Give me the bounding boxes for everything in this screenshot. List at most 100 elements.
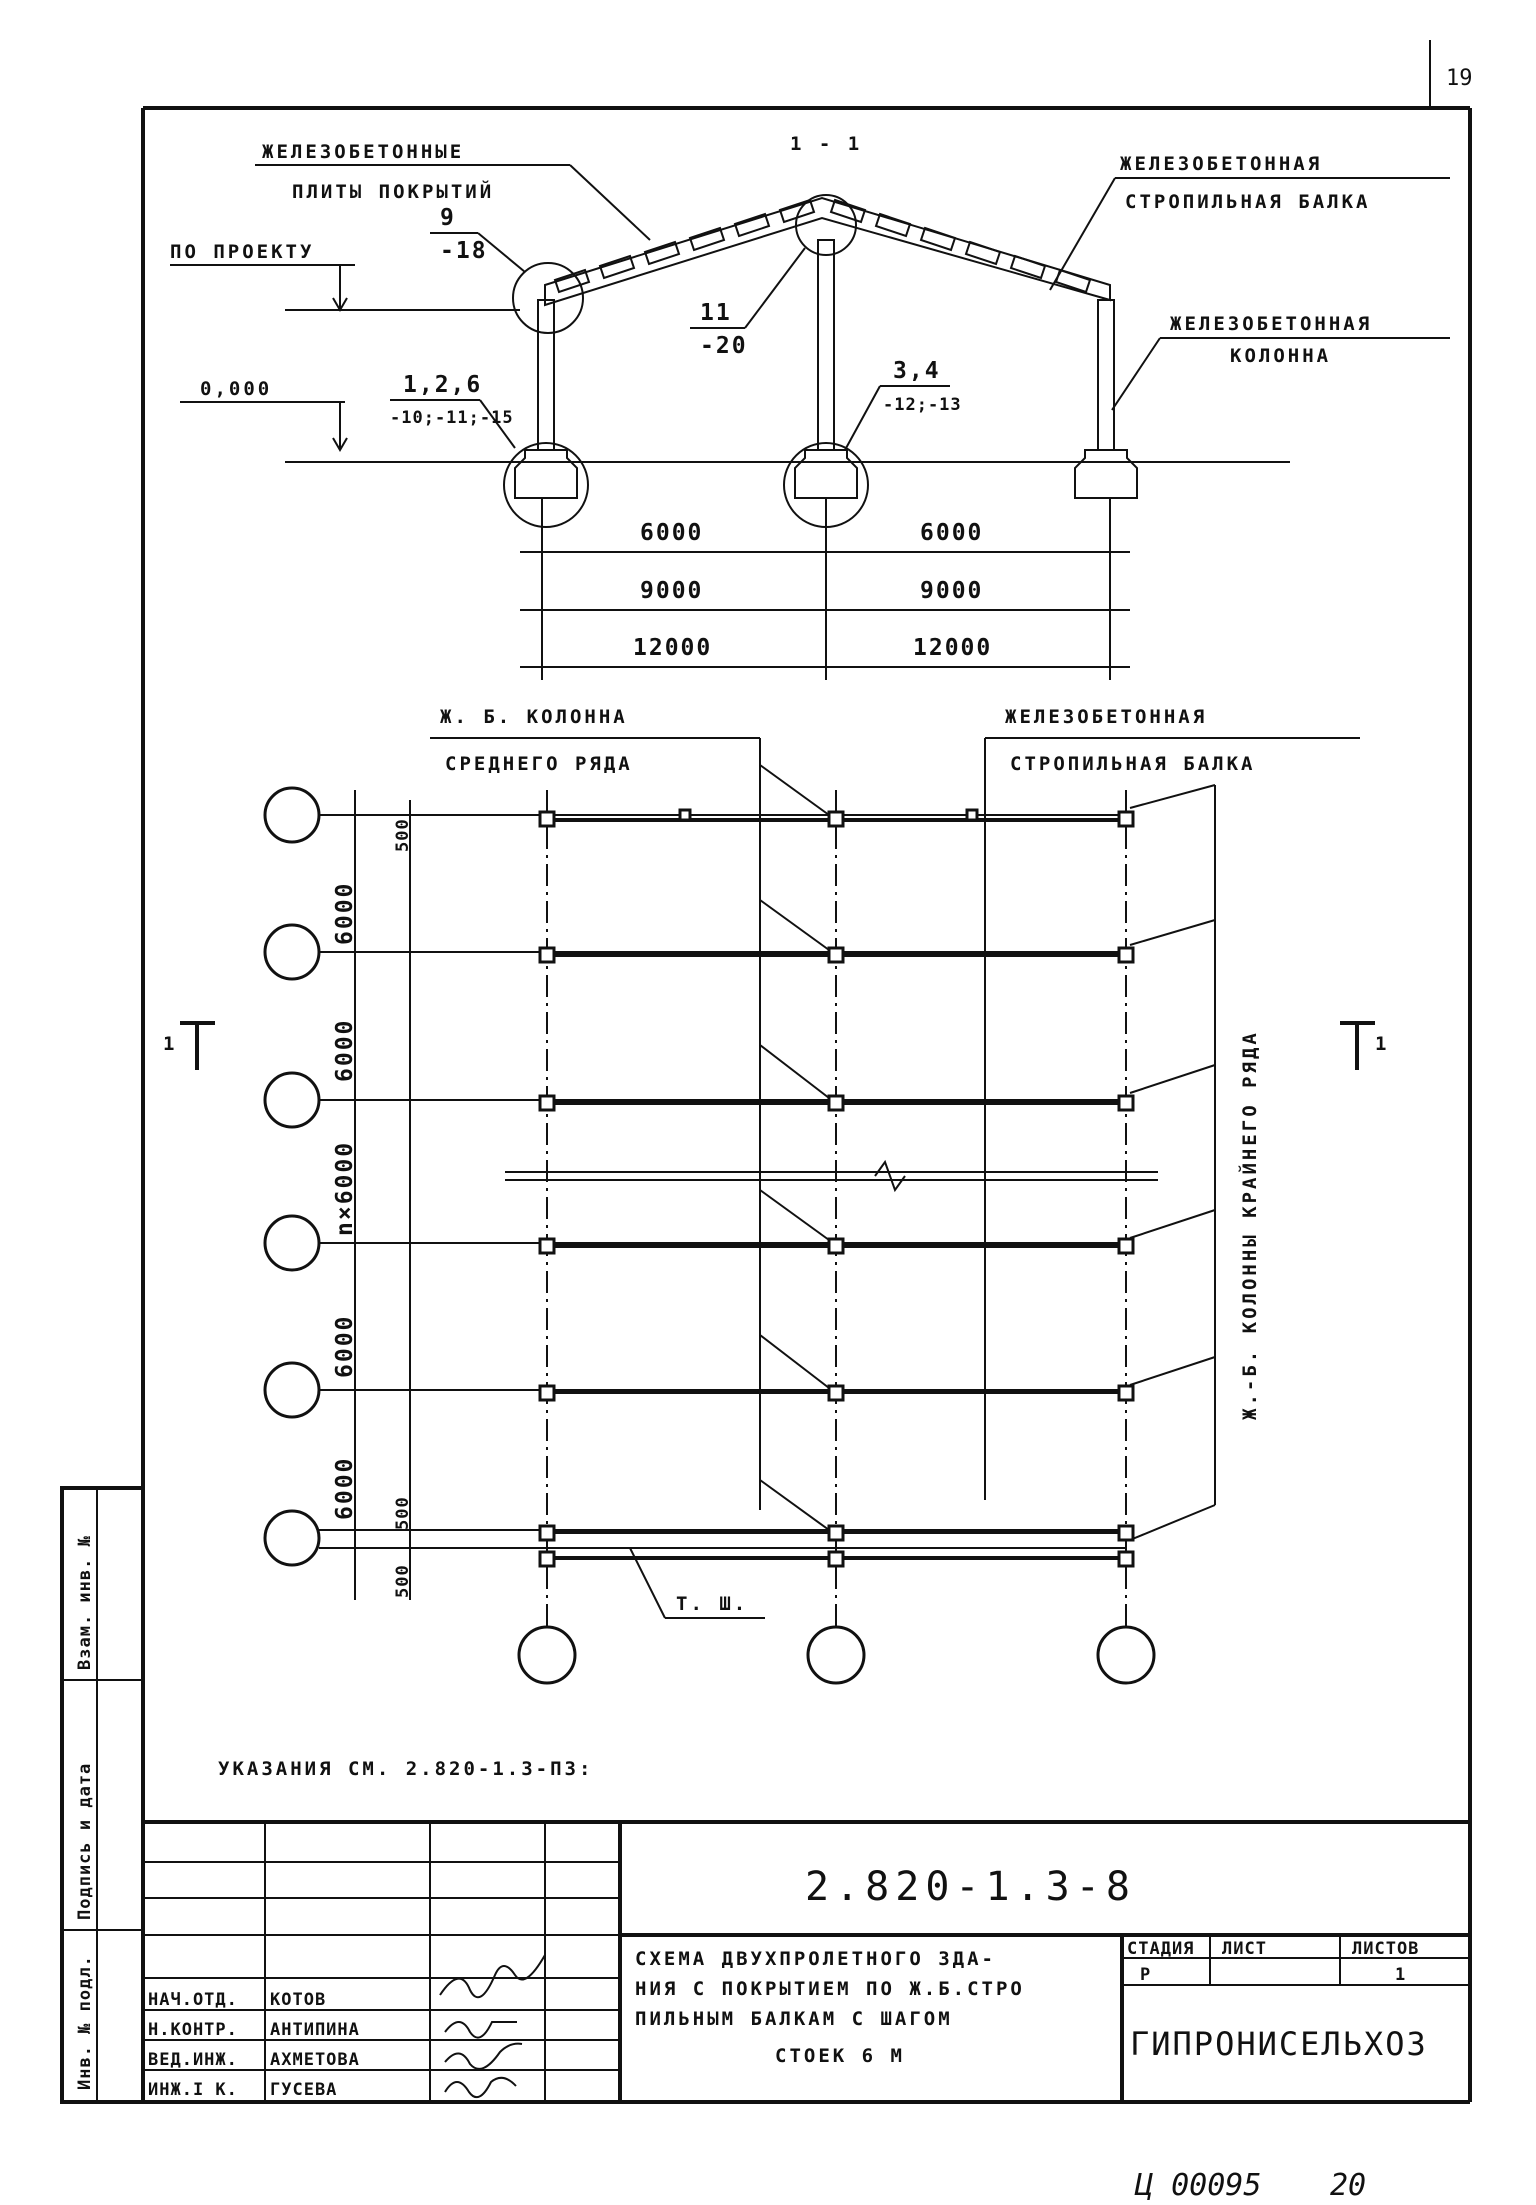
axis-marker-left — [263, 1214, 321, 1272]
section-column-right — [1097, 299, 1115, 451]
axis-marker-bottom — [1096, 1625, 1156, 1685]
signature-2 — [444, 2021, 517, 2039]
signature-1 — [439, 1954, 546, 1999]
beam-rows — [319, 814, 1125, 1560]
pitch-6000-3: 6000 — [332, 1315, 358, 1378]
axis-marker-left — [263, 1071, 321, 1129]
pitch-500-bottom: 500 — [393, 1564, 413, 1598]
pitch-dimensions: 500 6000 6000 n×6000 6000 6000 500 500 — [332, 818, 413, 1598]
stage-value: Р — [1140, 1965, 1151, 1985]
callout-11-bottom: -20 — [700, 333, 748, 359]
side-stamp: Инв. № подл. Подпись и дата Взам. инв. № — [60, 1486, 145, 2104]
rafter-diagonals — [759, 764, 1216, 1541]
callout-1-bottom: -10;-11;-15 — [390, 408, 514, 428]
callout-3-top: 3,4 — [893, 358, 941, 384]
callout-1-top: 1,2,6 — [403, 372, 482, 398]
callout-9-bottom: -18 — [440, 238, 488, 264]
axis-marker-left — [263, 786, 321, 844]
pitch-6000-2: 6000 — [332, 1019, 358, 1082]
label-joint: Т. Ш. — [676, 1593, 748, 1615]
label-column-1: ЖЕЛЕЗОБЕТОННАЯ — [1170, 313, 1372, 335]
notes-reference: УКАЗАНИЯ СМ. 2.820-1.3-ПЗ: — [218, 1758, 593, 1780]
role-3: ВЕД.ИНЖ. — [148, 2050, 238, 2070]
desc-line-2: НИЯ С ПОКРЫТИЕМ ПО Ж.Б.СТРО — [635, 1978, 1025, 2000]
axis-marker-left — [263, 1361, 321, 1419]
desc-line-3: ПИЛЬНЫМ БАЛКАМ С ШАГОМ — [635, 2008, 953, 2030]
pitch-500-top: 500 — [393, 818, 413, 852]
section-marker-left: 1 — [163, 1033, 177, 1055]
span-left-12000: 12000 — [633, 635, 712, 661]
roof-slabs-right — [829, 198, 1092, 294]
label-mid-col-1: Ж. Б. КОЛОННА — [440, 706, 628, 728]
section-column-middle — [817, 239, 835, 451]
stamp-podpis: Подпись и дата — [75, 1763, 95, 1920]
sheets-header: ЛИСТОВ — [1352, 1939, 1419, 1959]
label-plan-rafter-2: СТРОПИЛЬНАЯ БАЛКА — [1010, 753, 1255, 775]
detail-circle-1 — [503, 442, 589, 528]
foundation-right — [1074, 449, 1138, 499]
label-edge-columns: Ж.-Б. КОЛОННЫ КРАЙНЕГО РЯДА — [1238, 1030, 1261, 1420]
desc-line-1: СХЕМА ДВУХПРОЛЕТНОГО ЗДА- — [635, 1948, 996, 1970]
plan-columns — [538, 808, 1135, 1568]
rafter-beams — [544, 196, 1111, 307]
archive-number: Ц 00095 — [1134, 2168, 1261, 2203]
title-block: 2.820-1.3-8 НАЧ.ОТД. КОТОВ Н.КОНТР. АНТИ… — [143, 1820, 1470, 2102]
name-1: КОТОВ — [270, 1990, 326, 2010]
span-dimensions: 6000 6000 9000 9000 12000 12000 — [520, 498, 1130, 680]
pitch-500-mid: 500 — [393, 1496, 413, 1530]
section-1-1: 1 - 1 ПО ПРОЕКТУ 0,000 ЖЕЛЕЗОБЕТОН — [170, 133, 1450, 680]
roof-slabs-left — [553, 198, 816, 294]
label-mid-col-2: СРЕДНЕГО РЯДА — [445, 753, 633, 775]
span-right-6000: 6000 — [920, 520, 983, 546]
stage-header: СТАДИЯ — [1127, 1939, 1194, 1959]
desc-line-4: СТОЕК 6 М — [775, 2045, 905, 2067]
axis-marker-bottom — [806, 1625, 866, 1685]
role-1: НАЧ.ОТД. — [148, 1990, 238, 2010]
callout-3-bottom: -12;-13 — [883, 395, 962, 415]
archive-page: 20 — [1330, 2168, 1366, 2203]
sheet-header: ЛИСТ — [1222, 1939, 1267, 1959]
detail-circle-11 — [795, 194, 857, 256]
detail-circle-9 — [512, 262, 584, 334]
span-left-9000: 9000 — [640, 578, 703, 604]
name-2: АНТИПИНА — [270, 2020, 360, 2040]
organization: ГИПРОНИСЕЛЬХОЗ — [1130, 2025, 1428, 2063]
name-3: АХМЕТОВА — [270, 2050, 360, 2070]
section-marker-right: 1 — [1375, 1033, 1389, 1055]
sheets-value: 1 — [1395, 1965, 1406, 1985]
label-slabs-1: ЖЕЛЕЗОБЕТОННЫЕ — [262, 141, 464, 163]
pitch-6000-4: 6000 — [332, 1457, 358, 1520]
label-rafter-1: ЖЕЛЕЗОБЕТОННАЯ — [1120, 153, 1322, 175]
axis-marker-bottom — [517, 1625, 577, 1685]
pitch-6000-1: 6000 — [332, 882, 358, 945]
page-number-top: 19 — [1446, 66, 1473, 91]
foundation-left — [514, 449, 578, 499]
callout-11-top: 11 — [700, 300, 732, 326]
axis-marker-left — [263, 1509, 321, 1567]
plan-view: Ж. Б. КОЛОННА СРЕДНЕГО РЯДА ЖЕЛЕЗОБЕТОНН… — [163, 706, 1389, 1685]
signature-4 — [444, 2076, 517, 2099]
role-4: ИНЖ.I К. — [148, 2080, 238, 2100]
section-column-left — [537, 299, 555, 451]
span-right-12000: 12000 — [913, 635, 992, 661]
stamp-vzam: Взам. инв. № — [75, 1535, 95, 1670]
doc-code: 2.820-1.3-8 — [805, 1864, 1136, 1910]
label-slabs-2: ПЛИТЫ ПОКРЫТИЙ — [292, 180, 494, 203]
stamp-inv-podl: Инв. № подл. — [75, 1955, 95, 2090]
label-rafter-2: СТРОПИЛЬНАЯ БАЛКА — [1125, 191, 1370, 213]
label-zero-level: 0,000 — [200, 378, 272, 400]
label-plan-rafter-1: ЖЕЛЕЗОБЕТОННАЯ — [1005, 706, 1207, 728]
section-title: 1 - 1 — [790, 133, 862, 155]
label-column-2: КОЛОННА — [1230, 345, 1331, 367]
label-by-project: ПО ПРОЕКТУ — [170, 241, 314, 263]
name-4: ГУСЕВА — [270, 2080, 337, 2100]
role-2: Н.КОНТР. — [148, 2020, 238, 2040]
span-right-9000: 9000 — [920, 578, 983, 604]
callout-9-top: 9 — [440, 205, 456, 231]
pitch-n6000: n×6000 — [332, 1141, 358, 1236]
signature-3 — [444, 2042, 523, 2070]
foundation-middle — [794, 449, 858, 499]
span-left-6000: 6000 — [640, 520, 703, 546]
axis-marker-left — [263, 923, 321, 981]
